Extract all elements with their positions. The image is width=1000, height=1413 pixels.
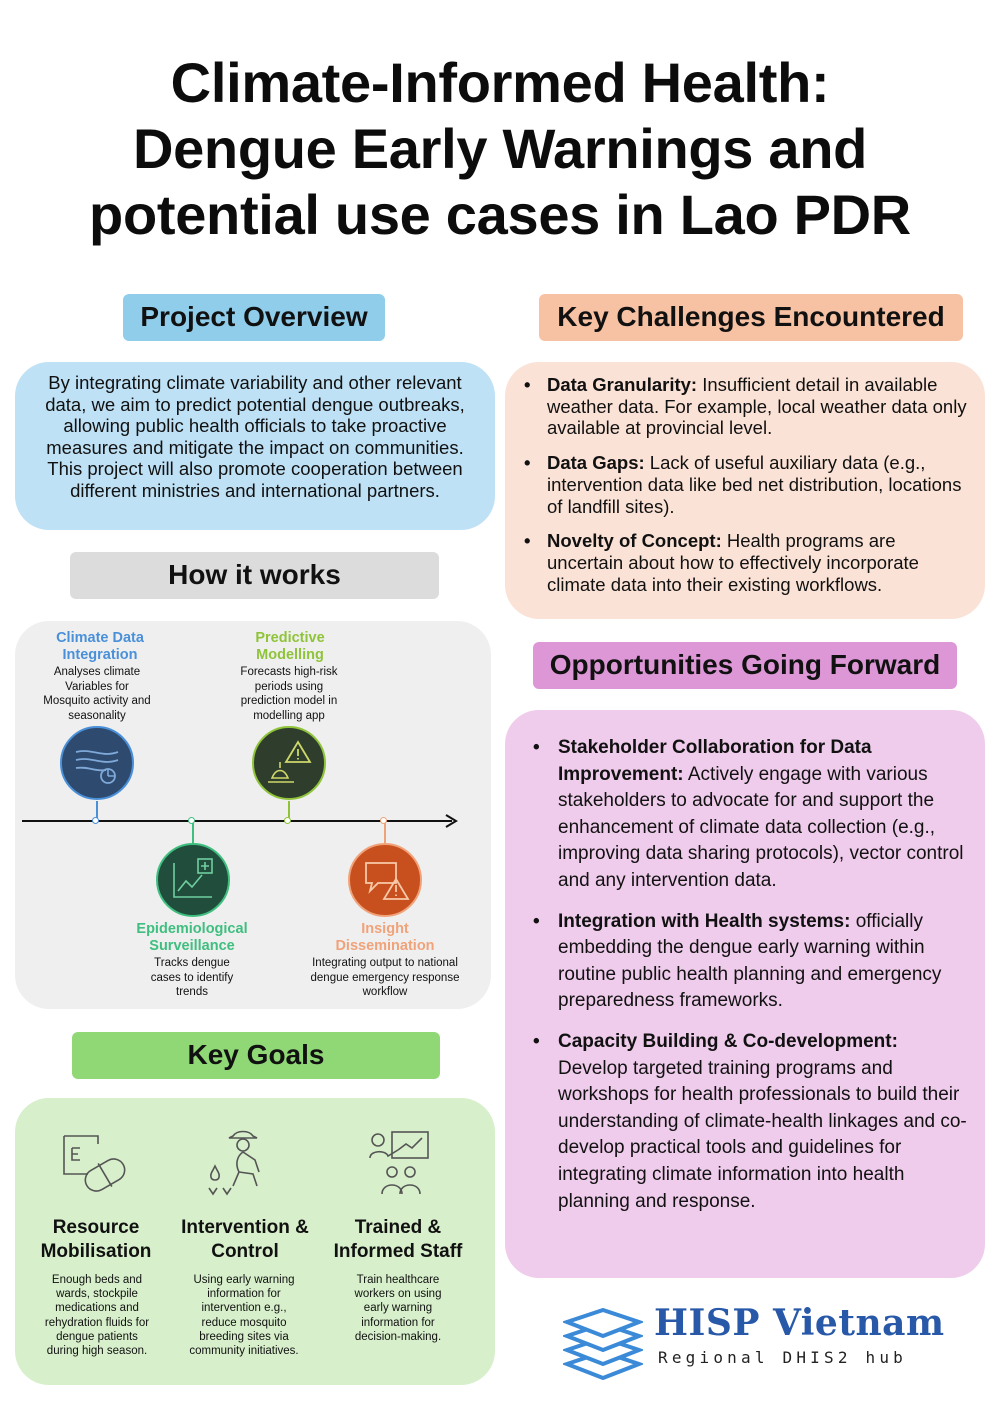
step-insight-dissemination-title: Insight Dissemination <box>335 921 435 954</box>
step-predictive-modelling-title: Predictive Modelling <box>255 630 325 663</box>
medicine-icon <box>58 1130 130 1207</box>
challenge-item: Data Granularity: Insufficient detail in… <box>521 374 973 439</box>
goal-resource-title-line-1: Resource <box>52 1217 140 1238</box>
goal-resource-desc: Enough beds and wards, stockpile medicat… <box>44 1274 150 1358</box>
goal-training-desc: Train healthcare workers on using early … <box>354 1274 442 1343</box>
step-epi-surveillance-desc: Tracks dengue cases to identify trends <box>150 957 234 998</box>
challenge-label: Data Granularity: <box>547 374 698 395</box>
goal-intervention-title-line-1: Intervention & <box>181 1217 309 1238</box>
cleanup-worker-icon <box>203 1128 275 1205</box>
opportunity-item: Stakeholder Collaboration for Data Impro… <box>531 735 971 895</box>
how-it-works-heading: How it works <box>70 552 439 599</box>
opportunity-label: Integration with Health systems: <box>558 910 851 932</box>
page-title: Climate-Informed Health: Dengue Early Wa… <box>40 50 960 248</box>
step-3-dot <box>284 817 291 824</box>
step-epi-surveillance-title: Epidemiological Surveillance <box>136 921 248 954</box>
project-overview-text: By integrating climate variability and o… <box>15 362 495 530</box>
challenge-text: Lack of useful auxiliary data (e.g., int… <box>547 452 962 517</box>
opportunity-label: Capacity Building & Co-development: <box>558 1030 898 1052</box>
opportunity-text: officially embedding the dengue early wa… <box>558 910 942 1012</box>
health-trend-icon <box>156 843 230 917</box>
training-icon <box>362 1128 434 1205</box>
step-2-connector <box>192 823 194 844</box>
step-insight-dissemination-desc: Integrating output to national dengue em… <box>310 957 460 998</box>
challenge-text: Insufficient detail in available weather… <box>547 374 967 439</box>
opportunity-text: Actively engage with various stakeholder… <box>558 763 964 891</box>
project-overview-heading: Project Overview <box>123 294 385 341</box>
challenge-label: Data Gaps: <box>547 452 645 474</box>
timeline-arrow <box>22 814 458 828</box>
goal-intervention-desc: Using early warning information for inte… <box>189 1274 299 1358</box>
opportunity-item: Integration with Health systems: officia… <box>531 909 971 1015</box>
key-goals-heading: Key Goals <box>72 1032 440 1079</box>
challenges-heading: Key Challenges Encountered <box>539 294 963 341</box>
challenge-text: Health programs are uncertain about how … <box>547 530 919 595</box>
challenge-item: Novelty of Concept: Health programs are … <box>521 530 973 595</box>
goal-training-title-line-1: Trained & <box>354 1217 442 1238</box>
step-predictive-modelling-desc: Forecasts high-risk periods using predic… <box>240 666 338 722</box>
logo-subtitle: Regional DHIS2 hub <box>658 1348 907 1367</box>
step-1-dot <box>92 817 99 824</box>
challenges-list: Data Granularity: Insufficient detail in… <box>521 374 973 608</box>
opportunity-item: Capacity Building & Co-development: Deve… <box>531 1029 971 1215</box>
opportunity-label: Stakeholder Collaboration for Data Impro… <box>558 737 872 785</box>
title-line-3: potential use cases in Lao PDR <box>89 183 911 246</box>
chat-alert-icon <box>348 843 422 917</box>
goal-resource-title: Resource Mobilisation <box>35 1216 157 1264</box>
step-climate-data-title: Climate Data Integration <box>56 630 144 663</box>
how-it-works-panel <box>15 621 491 1009</box>
goal-intervention-title: Intervention & Control <box>175 1216 315 1264</box>
goal-intervention-title-line-2: Control <box>211 1241 279 1262</box>
opportunity-text: Develop targeted training programs and w… <box>558 1057 967 1212</box>
goal-resource-title-line-2: Mobilisation <box>40 1241 152 1262</box>
title-line-1: Climate-Informed Health: <box>170 51 830 114</box>
stacked-layers-logo-icon <box>561 1307 645 1385</box>
goal-training-title-line-2: Informed Staff <box>333 1241 463 1262</box>
step-1-connector <box>96 801 98 820</box>
step-4-dot <box>380 817 387 824</box>
logo-name: HISP Vietnam <box>654 1302 945 1344</box>
step-3-connector <box>288 801 290 820</box>
title-line-2: Dengue Early Warnings and <box>132 117 868 180</box>
challenge-label: Novelty of Concept: <box>547 530 722 552</box>
step-4-connector <box>384 823 386 844</box>
wind-chart-icon <box>60 726 134 800</box>
opportunities-list: Stakeholder Collaboration for Data Impro… <box>531 735 971 1229</box>
step-2-dot <box>188 817 195 824</box>
opportunities-heading: Opportunities Going Forward <box>533 642 957 689</box>
warning-mosquito-icon <box>252 726 326 800</box>
goal-training-title: Trained & Informed Staff <box>325 1216 471 1264</box>
challenge-item: Data Gaps: Lack of useful auxiliary data… <box>521 452 973 517</box>
step-climate-data-desc: Analyses climate Variables for Mosquito … <box>43 666 151 722</box>
